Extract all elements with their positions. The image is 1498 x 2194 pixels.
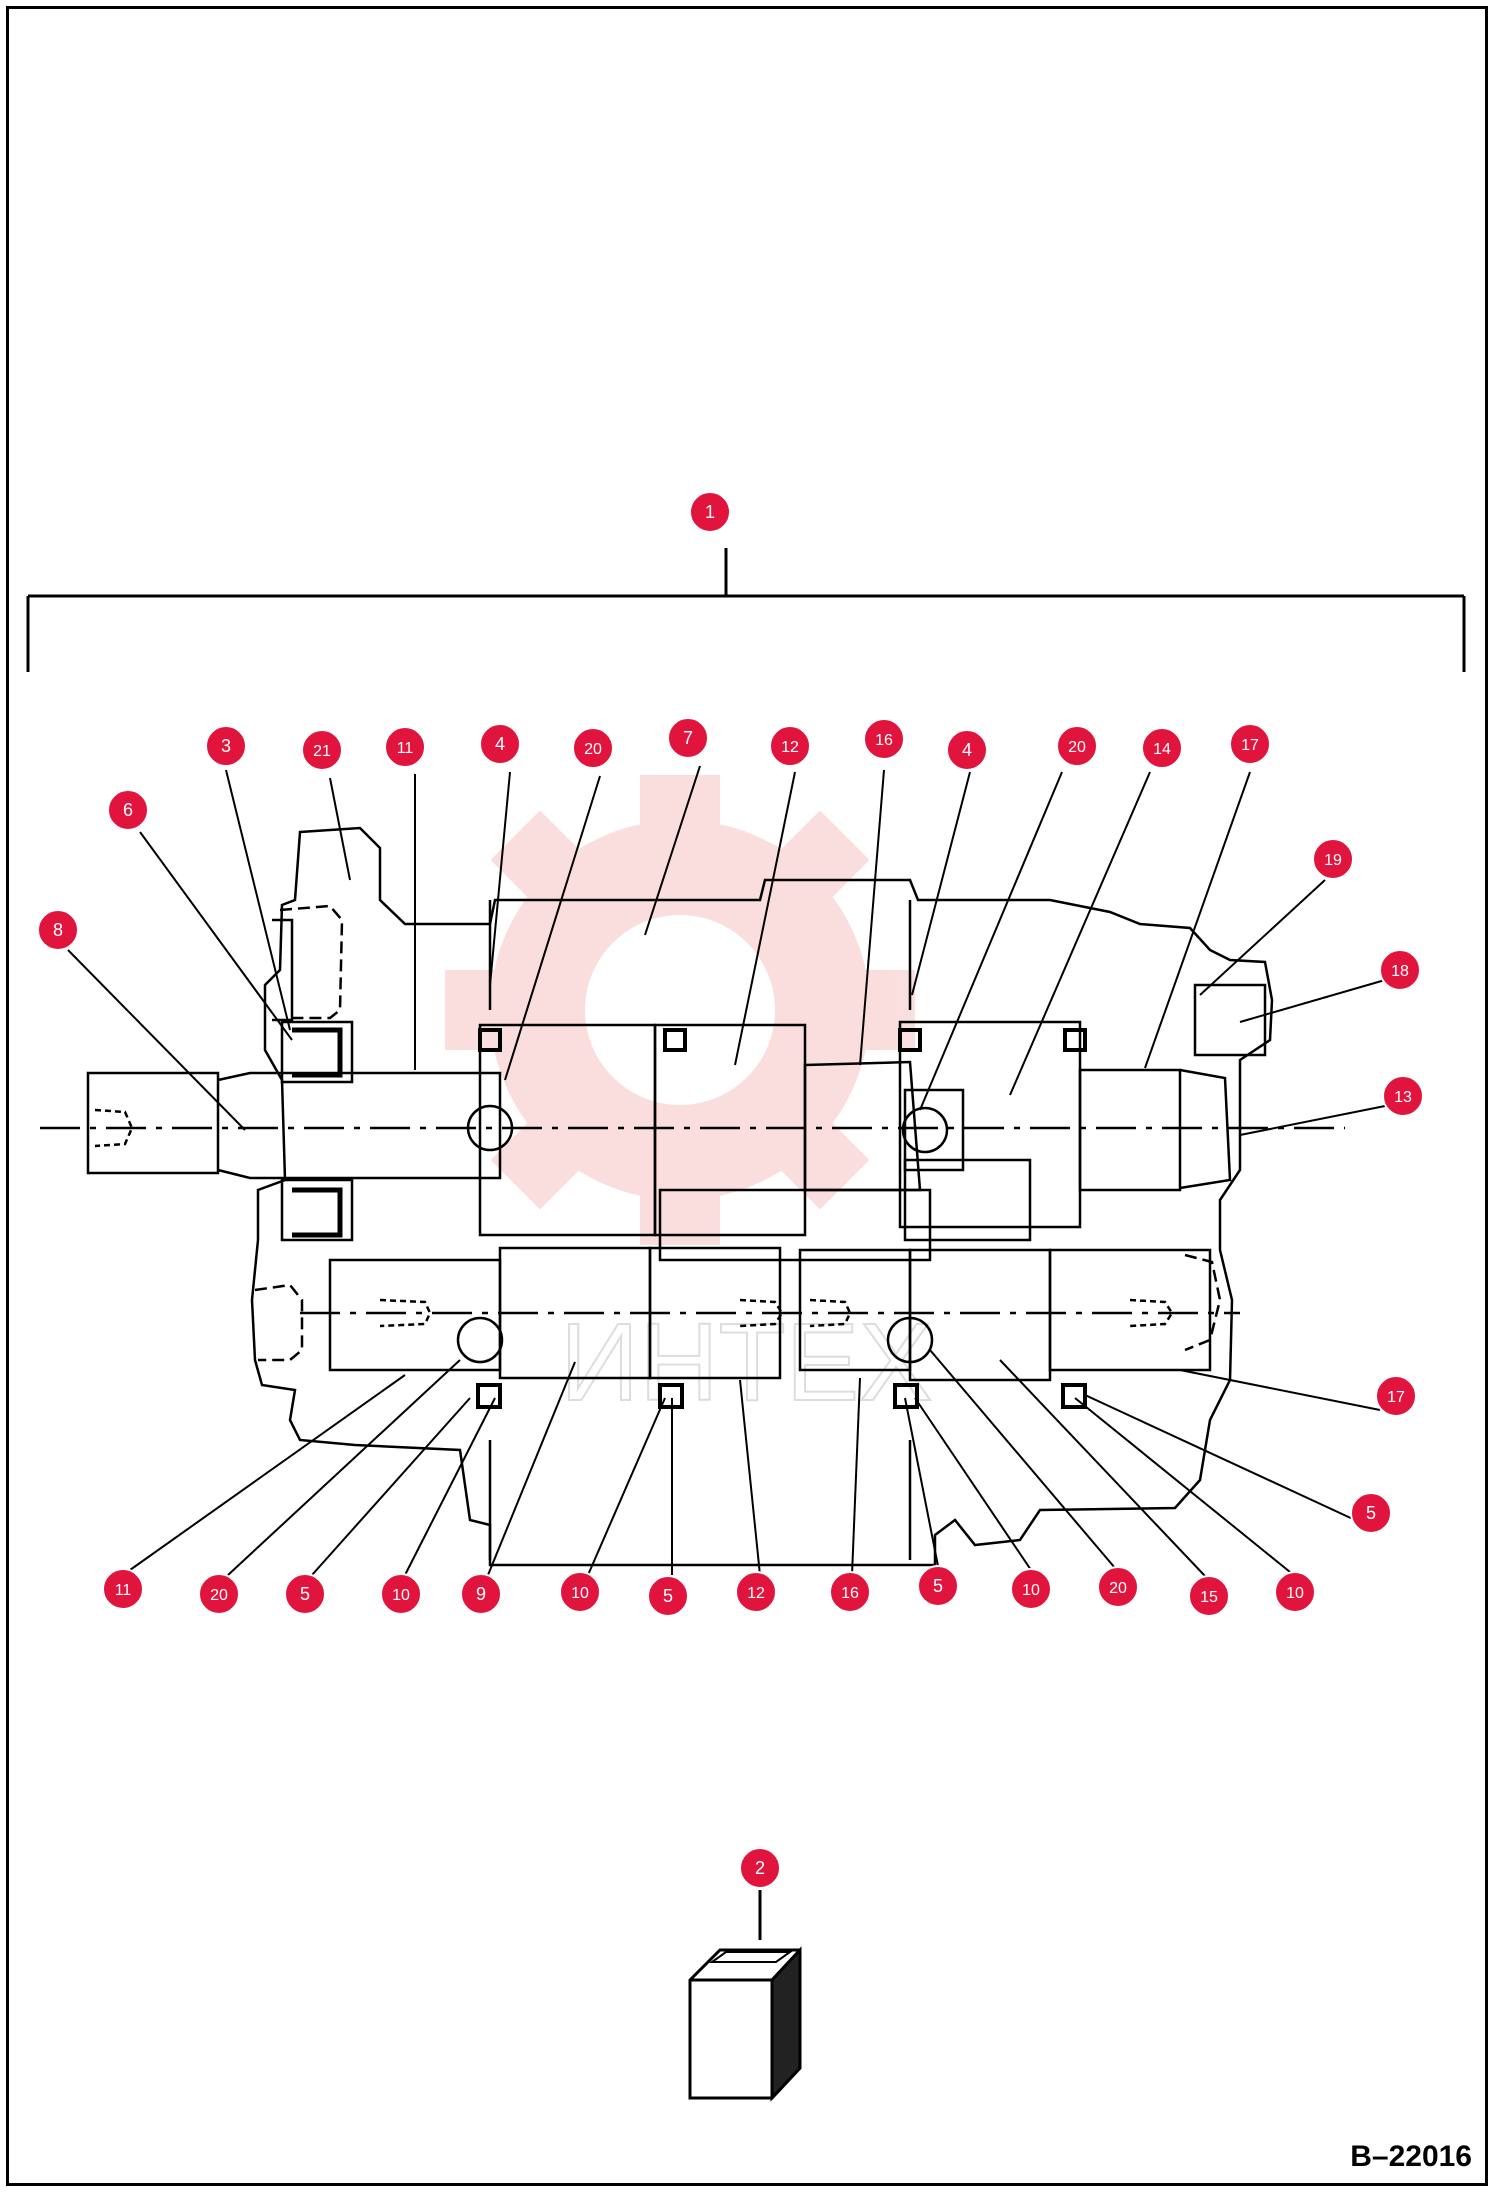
callout-label: 16	[875, 732, 893, 749]
callout-9: 9	[460, 1573, 502, 1615]
callout-label: 4	[495, 734, 505, 754]
callout-18: 18	[1379, 949, 1421, 991]
callout-17: 17	[1375, 1375, 1417, 1417]
callout-label: 10	[1286, 1585, 1304, 1602]
callout-label: 13	[1394, 1089, 1412, 1106]
callout-label: 3	[221, 736, 231, 756]
seal-kit-box	[688, 1890, 802, 2102]
callout-label: 7	[683, 728, 693, 748]
callout-label: 9	[476, 1584, 486, 1604]
callout-label: 11	[397, 740, 414, 757]
callout-4: 4	[479, 723, 521, 765]
callout-2: 2	[739, 1847, 781, 1889]
callout-label: 10	[1022, 1582, 1040, 1599]
callout-5: 5	[1350, 1492, 1392, 1534]
callout-11: 11	[384, 726, 426, 768]
callout-label: 20	[210, 1587, 228, 1604]
callout-11: 11	[102, 1568, 144, 1610]
callout-16: 16	[829, 1571, 871, 1613]
callout-label: 17	[1241, 737, 1259, 754]
callout-10: 10	[559, 1571, 601, 1613]
callout-label: 5	[1366, 1503, 1376, 1523]
drawing-frame	[6, 6, 1488, 2186]
callout-10: 10	[1274, 1571, 1316, 1613]
callout-14: 14	[1141, 727, 1183, 769]
callout-label: 5	[933, 1576, 943, 1596]
callout-16: 16	[863, 718, 905, 760]
callout-label: 5	[663, 1586, 673, 1606]
callout-label: 19	[1324, 852, 1342, 869]
callout-20: 20	[198, 1573, 240, 1615]
callout-label: 12	[747, 1585, 765, 1602]
callout-label: 14	[1153, 741, 1171, 758]
callout-17: 17	[1229, 723, 1271, 765]
callout-20: 20	[1056, 725, 1098, 767]
callout-4: 4	[946, 729, 988, 771]
callout-label: 11	[115, 1582, 132, 1599]
callout-10: 10	[1010, 1568, 1052, 1610]
callout-13: 13	[1382, 1075, 1424, 1117]
callout-label: 4	[962, 740, 972, 760]
callout-19: 19	[1312, 838, 1354, 880]
callout-5: 5	[917, 1565, 959, 1607]
callout-label: 12	[781, 739, 799, 756]
callout-label: 16	[841, 1585, 859, 1602]
callout-20: 20	[572, 727, 614, 769]
callout-20: 20	[1097, 1566, 1139, 1608]
callout-5: 5	[284, 1573, 326, 1615]
callout-12: 12	[769, 725, 811, 767]
assembly-bracket	[26, 548, 1466, 672]
callout-label: 8	[53, 920, 63, 940]
driven-shaft	[300, 1028, 1240, 1409]
callout-12: 12	[735, 1571, 777, 1613]
pump-housing	[250, 826, 1274, 1567]
callout-7: 7	[667, 717, 709, 759]
callout-label: 5	[300, 1584, 310, 1604]
callout-label: 20	[1109, 1580, 1127, 1597]
callout-6: 6	[107, 789, 149, 831]
callout-15: 15	[1188, 1575, 1230, 1617]
callout-label: 1	[705, 502, 715, 522]
callout-10: 10	[380, 1573, 422, 1615]
callout-label: 6	[123, 800, 133, 820]
watermark: ИНТЕХ	[445, 775, 933, 1425]
callout-1: 1	[689, 491, 731, 533]
watermark-text: ИНТЕХ	[560, 1301, 932, 1424]
leader-lines	[67, 765, 1391, 1577]
figure-id: B–22016	[1350, 2140, 1472, 2173]
callout-8: 8	[37, 909, 79, 951]
callout-3: 3	[205, 725, 247, 767]
callout-label: 10	[392, 1587, 410, 1604]
callout-label: 10	[571, 1585, 589, 1602]
drive-shaft	[40, 1020, 1345, 1242]
callout-5: 5	[647, 1575, 689, 1617]
callout-label: 17	[1387, 1389, 1405, 1406]
callout-label: 18	[1391, 963, 1409, 980]
callout-label: 21	[313, 743, 331, 760]
callout-label: 15	[1200, 1589, 1218, 1606]
callout-label: 20	[1068, 739, 1086, 756]
callout-label: 20	[584, 741, 602, 758]
callout-label: 2	[755, 1858, 765, 1878]
callout-21: 21	[301, 729, 343, 771]
